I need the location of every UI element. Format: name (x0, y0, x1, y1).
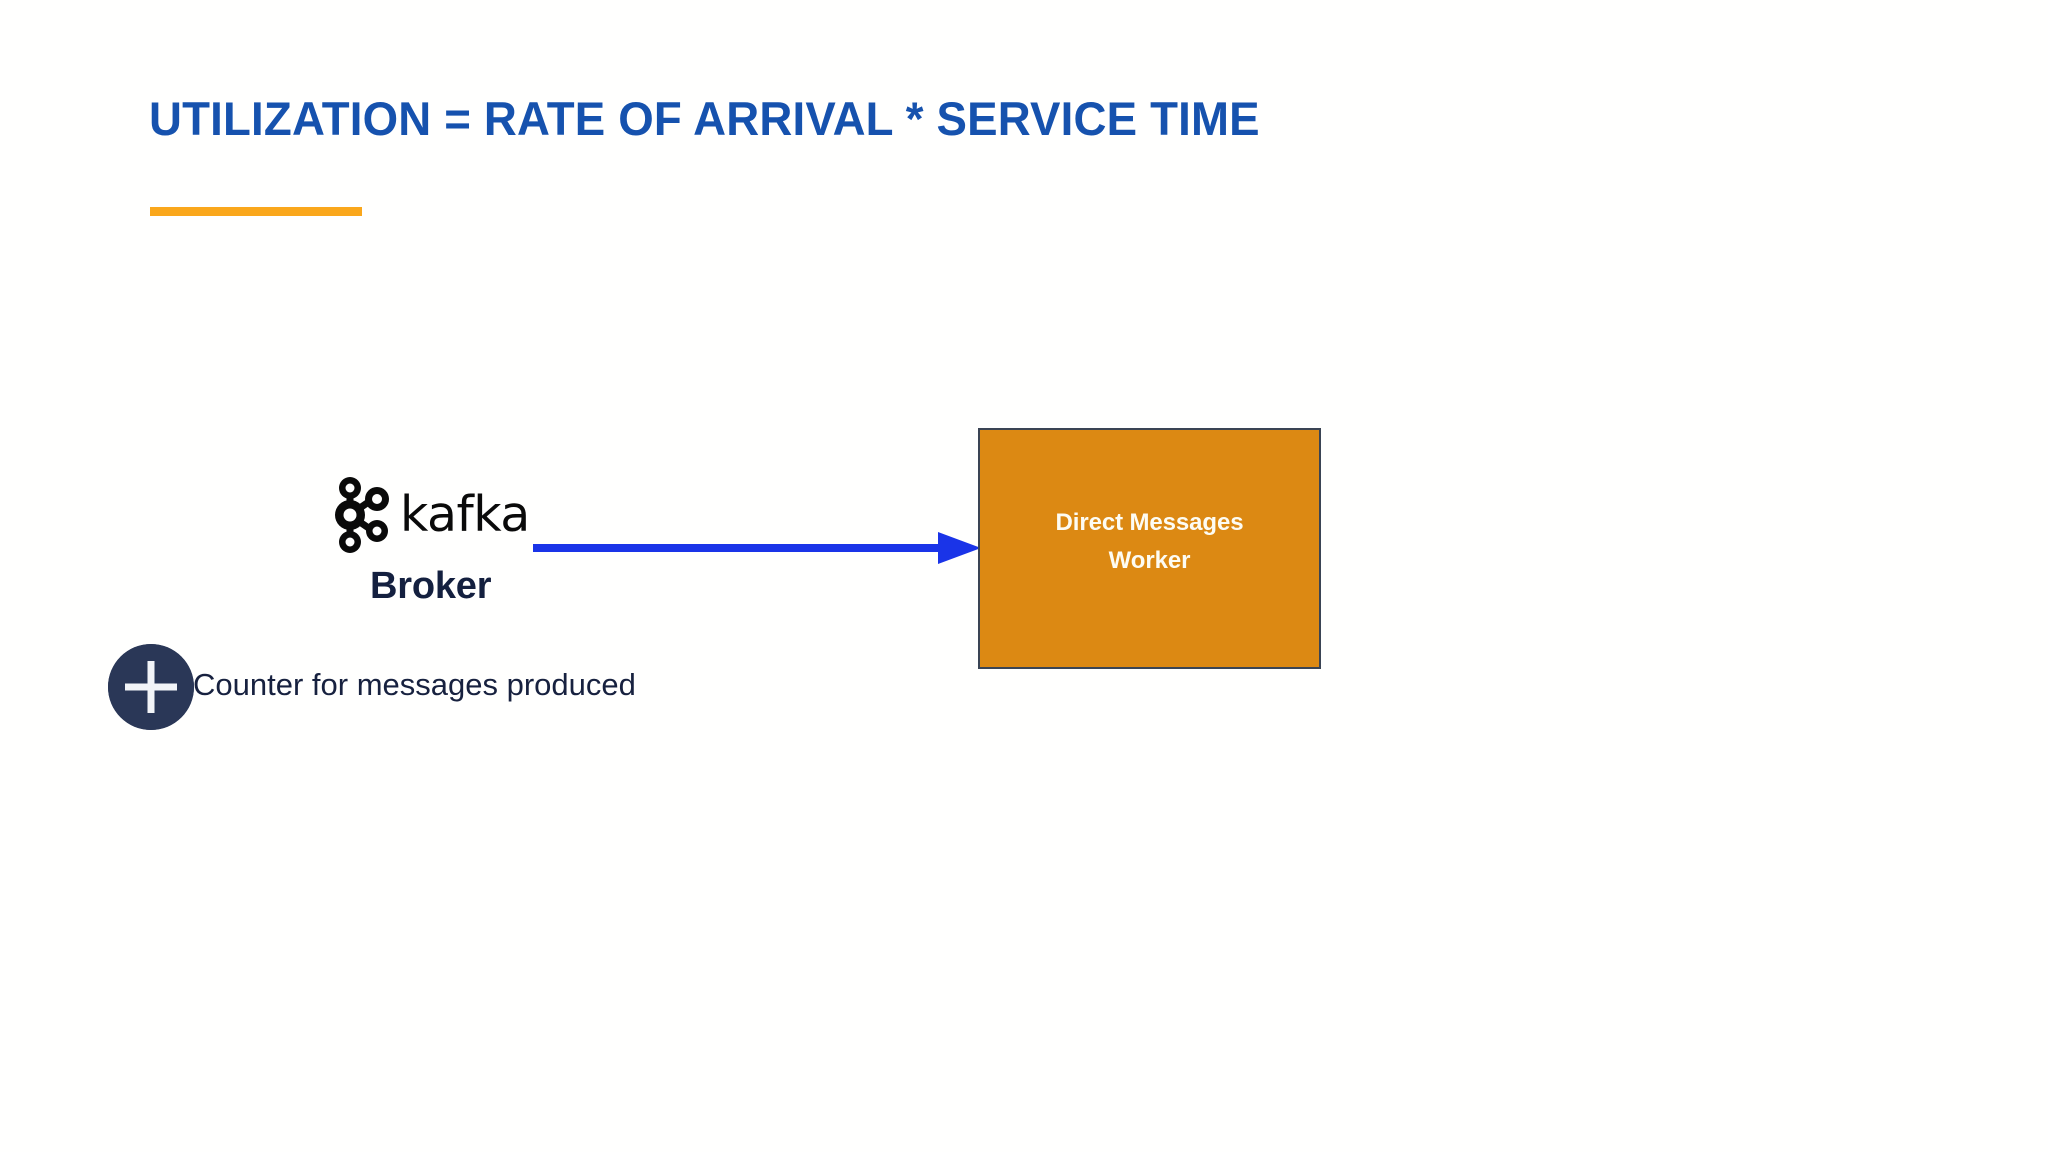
kafka-wordmark: kafka (400, 486, 530, 543)
worker-label-line-2: Worker (1108, 546, 1191, 574)
direct-messages-worker-box: Direct Messages Worker (978, 428, 1321, 669)
worker-label-line-1: Direct Messages (1055, 508, 1244, 536)
kafka-brand: kafka (330, 476, 530, 554)
counter-annotation-text: Counter for messages produced (193, 667, 636, 702)
right-arrow-icon (533, 532, 981, 564)
title-accent-bar (150, 207, 362, 216)
slide-title: UTILIZATION = RATE OF ARRIVAL * SERVICE … (149, 92, 1260, 145)
flow-arrow (533, 522, 983, 574)
kafka-broker-node: kafka Broker (330, 476, 550, 626)
plus-icon (108, 644, 194, 730)
worker-box-label: Direct Messages Worker (1056, 504, 1244, 594)
kafka-role-label: Broker (370, 565, 492, 607)
kafka-logo-icon (330, 476, 392, 554)
